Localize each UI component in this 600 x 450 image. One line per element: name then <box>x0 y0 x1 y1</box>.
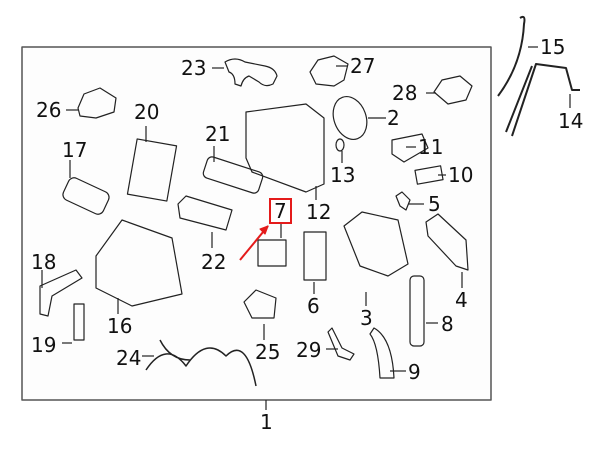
callout-7-highlighted[interactable]: 7 <box>269 198 292 224</box>
part-28-bracket <box>433 75 473 105</box>
assembly-frame <box>21 46 492 401</box>
callout-24[interactable]: 24 <box>116 346 142 370</box>
part-21-seal <box>202 156 264 194</box>
part-6-bracket <box>303 231 327 281</box>
leader-lines <box>41 46 571 372</box>
callout-23[interactable]: 23 <box>181 56 207 80</box>
callout-2[interactable]: 2 <box>387 106 400 130</box>
part-29-sensor <box>327 327 355 361</box>
part-22-duct <box>177 195 233 231</box>
part-16-case <box>95 219 183 307</box>
callout-18[interactable]: 18 <box>31 250 57 274</box>
callout-28[interactable]: 28 <box>392 81 418 105</box>
part-9-duct <box>369 327 395 379</box>
part-23-duct <box>224 58 278 87</box>
part-evaporator <box>245 103 325 193</box>
part-15-pipe <box>497 15 526 97</box>
part-3-case <box>343 211 409 277</box>
callout-6[interactable]: 6 <box>307 294 320 318</box>
callout-13[interactable]: 13 <box>330 163 356 187</box>
part-4-filter <box>425 213 469 271</box>
callout-29[interactable]: 29 <box>296 338 322 362</box>
callout-19[interactable]: 19 <box>31 333 57 357</box>
callout-4[interactable]: 4 <box>455 288 468 312</box>
part-24-harness <box>145 339 257 387</box>
callout-1[interactable]: 1 <box>260 410 273 434</box>
part-20-heater-core <box>126 138 178 202</box>
callout-8[interactable]: 8 <box>441 312 454 336</box>
part-19-duct <box>73 303 85 341</box>
callout-11[interactable]: 11 <box>418 135 444 159</box>
callout-14[interactable]: 14 <box>558 109 584 133</box>
callout-27[interactable]: 27 <box>350 54 376 78</box>
part-7-blower-motor <box>257 239 287 267</box>
callout-22[interactable]: 22 <box>201 250 227 274</box>
callout-9[interactable]: 9 <box>408 360 421 384</box>
callout-10[interactable]: 10 <box>448 163 474 187</box>
part-10-connector <box>414 165 444 185</box>
part-5-clip <box>395 191 411 211</box>
callout-26[interactable]: 26 <box>36 98 62 122</box>
part-26-bracket <box>77 87 117 119</box>
part-8-duct <box>409 275 425 347</box>
callout-16[interactable]: 16 <box>107 314 133 338</box>
callout-17[interactable]: 17 <box>62 138 88 162</box>
part-18-duct <box>39 269 83 317</box>
part-14-pipe <box>505 63 580 137</box>
part-13-oring <box>335 138 345 152</box>
callout-12[interactable]: 12 <box>306 200 332 224</box>
part-2-gasket <box>332 96 368 140</box>
callout-5[interactable]: 5 <box>428 192 441 216</box>
part-25-bracket <box>243 289 277 319</box>
callout-25[interactable]: 25 <box>255 340 281 364</box>
callout-20[interactable]: 20 <box>134 100 160 124</box>
callout-15[interactable]: 15 <box>540 35 566 59</box>
callout-21[interactable]: 21 <box>205 122 231 146</box>
part-17-seal <box>62 177 110 215</box>
part-27-bracket <box>309 55 349 87</box>
part-11-actuator <box>391 133 429 163</box>
callout-3[interactable]: 3 <box>360 306 373 330</box>
highlight-arrow-head <box>259 225 269 235</box>
